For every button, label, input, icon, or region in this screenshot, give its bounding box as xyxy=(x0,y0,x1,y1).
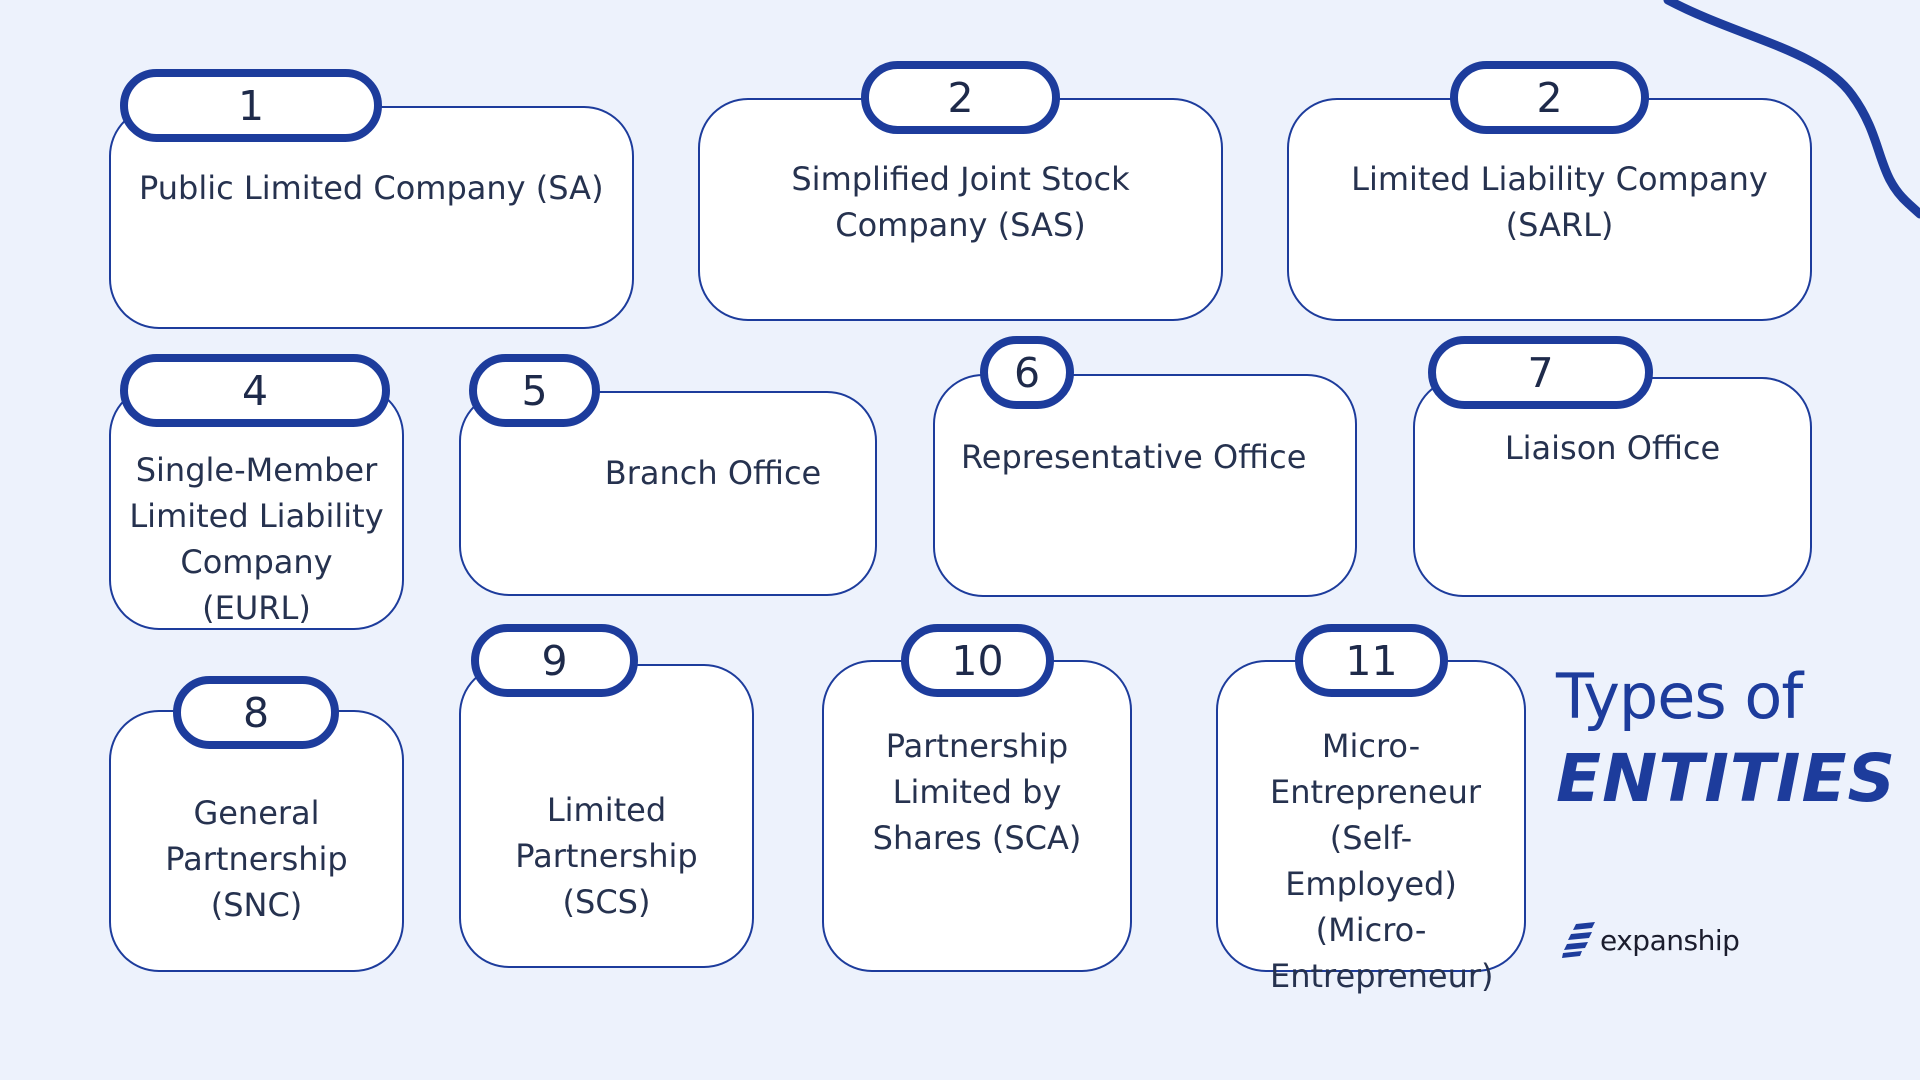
entity-label: Representative Office xyxy=(961,438,1307,476)
entity-number-badge: 11 xyxy=(1295,624,1448,697)
entity-label: Branch Office xyxy=(604,454,822,492)
page-title: Types of ENTITIES xyxy=(1556,656,1896,820)
entity-number-badge: 5 xyxy=(469,354,600,427)
entity-label: Liaison Office xyxy=(1504,429,1721,467)
entity-number-badge: 7 xyxy=(1428,336,1653,409)
entity-card-7: Liaison Office xyxy=(1413,377,1812,597)
entity-card-10: Partnership Limited by Shares (SCA) xyxy=(822,660,1132,972)
entity-label: Simplified Joint Stock Company (SAS) xyxy=(791,160,1130,244)
entity-card-2: Simplified Joint Stock Company (SAS) xyxy=(698,98,1223,321)
title-line-2: ENTITIES xyxy=(1556,740,1897,817)
title-line-1: Types of xyxy=(1556,660,1803,733)
entity-number-badge: 10 xyxy=(901,624,1054,697)
brand-logo-icon xyxy=(1562,922,1595,958)
entity-number-badge: 2 xyxy=(1450,61,1649,134)
entity-label: Micro-Entrepreneur (Self-Employed) (Micr… xyxy=(1270,727,1494,995)
brand-logo: expanship xyxy=(1562,922,1740,958)
entity-label: General Partnership (SNC) xyxy=(165,794,348,924)
entity-number-badge: 4 xyxy=(120,354,390,427)
entity-label: Public Limited Company (SA) xyxy=(139,169,604,207)
entity-number-badge: 8 xyxy=(173,676,339,749)
entity-label: Single-Member Limited Liability Company … xyxy=(129,451,384,627)
brand-logo-text: expanship xyxy=(1600,923,1740,957)
entity-label: Limited Partnership (SCS) xyxy=(515,791,698,921)
entity-card-1: Public Limited Company (SA) xyxy=(109,106,634,329)
entity-card-9: Limited Partnership (SCS) xyxy=(459,664,754,968)
entity-number-badge: 6 xyxy=(980,336,1074,409)
entity-card-11: Micro-Entrepreneur (Self-Employed) (Micr… xyxy=(1216,660,1526,995)
entity-card-6: Representative Office xyxy=(933,374,1357,597)
entity-card-8: General Partnership (SNC) xyxy=(109,710,404,972)
entity-label: Limited Liability Company (SARL) xyxy=(1351,160,1768,244)
entity-number-badge: 9 xyxy=(471,624,638,697)
entity-number-badge: 2 xyxy=(861,61,1060,134)
entity-number-badge: 1 xyxy=(120,69,382,142)
entity-label: Partnership Limited by Shares (SCA) xyxy=(872,727,1082,857)
